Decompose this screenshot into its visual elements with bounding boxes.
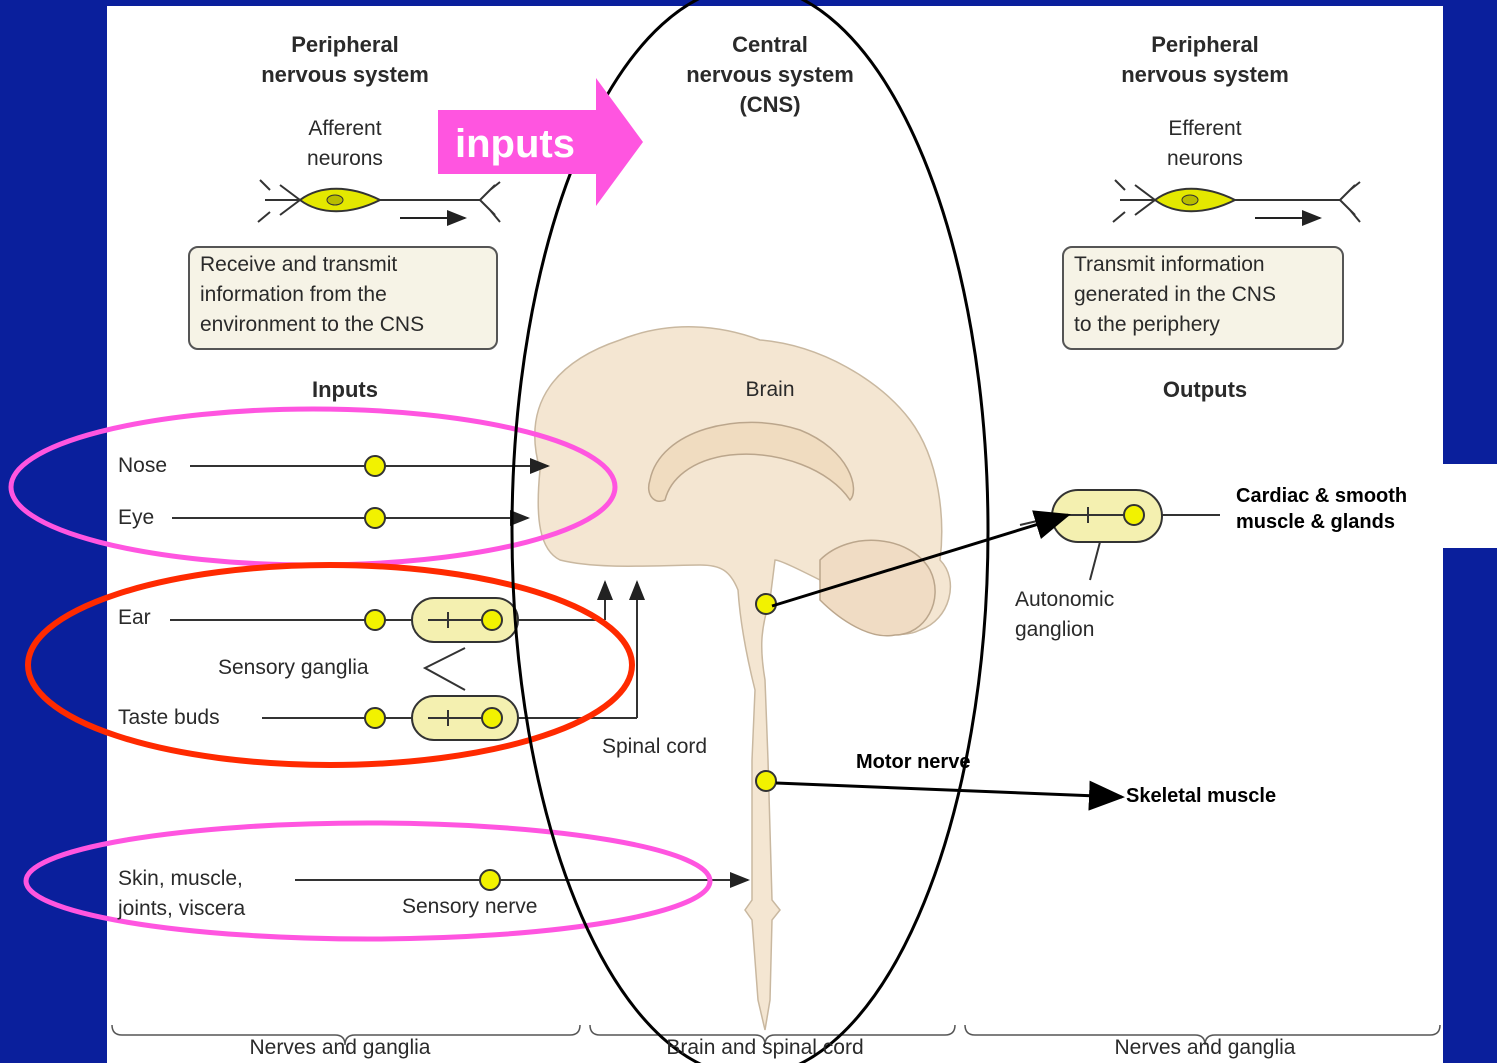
afferent-description-box: Receive and transmit information from th…: [188, 246, 498, 350]
bottom-left-label: Nerves and ganglia: [200, 1036, 480, 1060]
input-ear: Ear: [118, 603, 151, 633]
inputs-arrow-label: inputs: [455, 122, 575, 166]
sensory-ganglia-pointer: [425, 648, 465, 690]
afferent-label: Afferent neurons: [260, 114, 430, 174]
input-eye: Eye: [118, 503, 154, 533]
bottom-center-label: Brain and spinal cord: [625, 1036, 905, 1060]
outputs-heading: Outputs: [1130, 375, 1280, 405]
inputs-heading: Inputs: [270, 375, 420, 405]
efferent-neuron-graphic: [1113, 180, 1360, 222]
sensory-ganglia-label: Sensory ganglia: [218, 653, 369, 683]
motor-nerve-label: Motor nerve: [856, 749, 970, 775]
right-header: Peripheral nervous system: [1075, 30, 1335, 90]
efferent-description-box: Transmit information generated in the CN…: [1062, 246, 1344, 350]
input-taste-buds: Taste buds: [118, 703, 220, 733]
motor-output-arrow: [776, 783, 1122, 797]
input-nose: Nose: [118, 451, 167, 481]
skeletal-muscle-label: Skeletal muscle: [1126, 783, 1276, 809]
center-header: Central nervous system (CNS): [640, 30, 900, 120]
spinal-cord-label: Spinal cord: [602, 732, 707, 762]
left-header: Peripheral nervous system: [215, 30, 475, 90]
highlight-nose-eye: [11, 409, 615, 565]
cardiac-muscle-label: Cardiac & smooth muscle & glands: [1236, 483, 1407, 535]
afferent-neuron-graphic: [258, 180, 500, 222]
autonomic-ganglion-label: Autonomic ganglion: [1015, 585, 1114, 645]
bottom-right-label: Nerves and ganglia: [1065, 1036, 1345, 1060]
brain-heading: Brain: [705, 375, 835, 405]
skin-input-label: Skin, muscle, joints, viscera: [118, 864, 245, 924]
sensory-nerve-label: Sensory nerve: [402, 892, 537, 922]
efferent-label: Efferent neurons: [1120, 114, 1290, 174]
autonomic-ganglion-graphic: [1052, 490, 1162, 580]
